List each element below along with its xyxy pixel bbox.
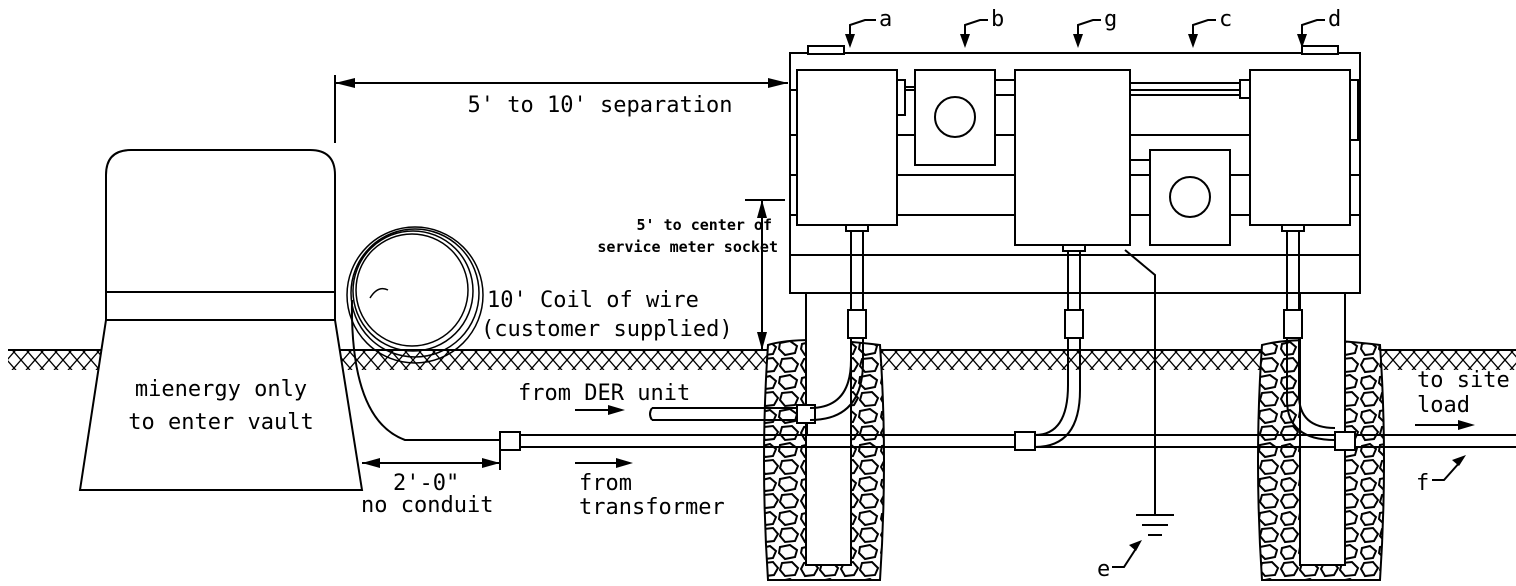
coil-label-line1: 10' Coil of wire bbox=[487, 288, 699, 313]
meter-socket-c bbox=[1129, 149, 1231, 246]
svg-text:g: g bbox=[1104, 7, 1117, 32]
ground-electrode bbox=[1124, 249, 1174, 536]
callout-a: a bbox=[845, 7, 892, 48]
center-label-line1: 5' to center of bbox=[637, 216, 772, 234]
dimension-label: 2'-0" bbox=[393, 471, 459, 496]
vault: mienergy only to enter vault bbox=[78, 149, 364, 491]
site-load-arrow bbox=[1415, 420, 1475, 430]
callout-f: f bbox=[1416, 455, 1466, 496]
separation-dimension: 5' to 10' separation bbox=[334, 75, 788, 143]
combiner-box-g bbox=[1014, 69, 1131, 252]
transformer-label: transformer bbox=[579, 495, 725, 520]
callout-c: c bbox=[1188, 7, 1232, 48]
der-label: from DER unit bbox=[518, 381, 690, 406]
vault-label-line1: mienergy only bbox=[135, 377, 307, 402]
transformer-arrow bbox=[575, 458, 633, 468]
svg-text:a: a bbox=[879, 7, 892, 32]
callout-e: e bbox=[1097, 540, 1142, 582]
callout-b: b bbox=[960, 7, 1004, 48]
no-conduit-dimension bbox=[362, 450, 501, 470]
center-label-line2: service meter socket bbox=[597, 238, 778, 256]
no-conduit-label: no conduit bbox=[361, 493, 493, 518]
conduit-der bbox=[649, 404, 816, 424]
site-label-line1: to site bbox=[1417, 368, 1510, 393]
separation-label: 5' to 10' separation bbox=[468, 93, 733, 118]
svg-text:e: e bbox=[1097, 557, 1110, 582]
conduit-left-riser bbox=[806, 225, 867, 435]
conduit-middle-riser bbox=[1034, 245, 1084, 448]
meter-socket-b bbox=[905, 69, 1016, 166]
conduit-right-riser bbox=[1283, 225, 1336, 441]
conduit-top bbox=[1130, 79, 1251, 99]
svg-text:b: b bbox=[991, 7, 1004, 32]
callout-d: d bbox=[1297, 7, 1341, 48]
coil-label-line2: (customer supplied) bbox=[481, 317, 733, 342]
svg-text:d: d bbox=[1328, 7, 1341, 32]
callout-g: g bbox=[1073, 7, 1117, 48]
svg-text:c: c bbox=[1219, 7, 1232, 32]
conduit-main bbox=[499, 431, 1516, 451]
disconnect-box-d bbox=[1249, 69, 1359, 232]
svg-text:f: f bbox=[1416, 471, 1429, 496]
site-label-line2: load bbox=[1417, 393, 1470, 418]
from-label: from bbox=[579, 471, 632, 496]
post-left bbox=[805, 289, 852, 566]
vault-label-line2: to enter vault bbox=[128, 410, 313, 435]
disconnect-box-a bbox=[796, 69, 906, 232]
der-arrow bbox=[575, 405, 625, 415]
wire-coil bbox=[346, 226, 500, 441]
height-dimension: 5' to center of service meter socket bbox=[597, 199, 785, 350]
